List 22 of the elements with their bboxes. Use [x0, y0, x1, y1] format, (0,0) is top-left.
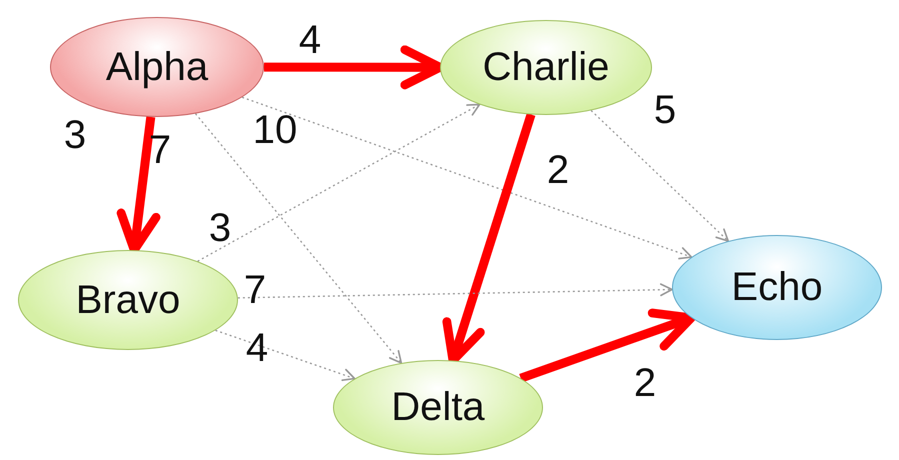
edge-label: 3: [64, 115, 86, 155]
node-label: Charlie: [482, 45, 610, 90]
arrow: [238, 283, 673, 299]
node-label: Delta: [391, 385, 485, 430]
arrow: [195, 113, 402, 364]
edge-label: 7: [244, 270, 266, 310]
edge-label: 2: [634, 363, 656, 403]
arrow: [590, 110, 730, 242]
edge-label: 4: [246, 328, 268, 368]
arrow: [215, 330, 356, 382]
arrow: [519, 308, 696, 382]
edge-label: 7: [148, 130, 172, 170]
edge-label: 3: [208, 208, 232, 248]
node-label: Bravo: [76, 278, 180, 322]
edge-label: 10: [252, 110, 298, 150]
node-label: Alpha: [106, 44, 208, 90]
arrow: [242, 96, 692, 260]
edge-label: 2: [546, 150, 570, 190]
edge-label: 5: [654, 90, 676, 130]
edge-label: 4: [298, 20, 322, 60]
node-label: Echo: [731, 265, 823, 310]
arrow: [197, 104, 480, 262]
